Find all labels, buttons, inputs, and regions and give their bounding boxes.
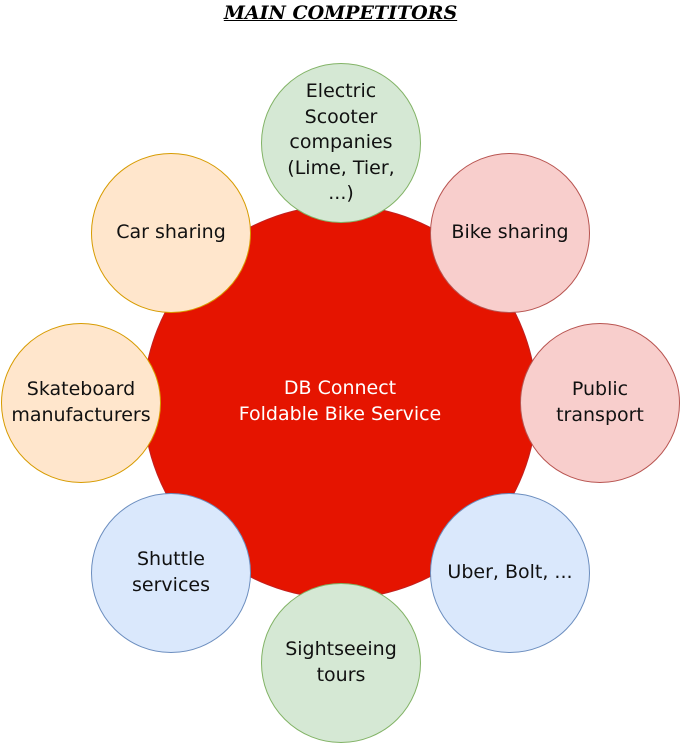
competitor-sightseeing-tours: Sightseeing tours bbox=[261, 583, 421, 743]
diagram-title: MAIN COMPETITORS bbox=[223, 2, 458, 24]
competitor-public-transport: Public transport bbox=[520, 323, 680, 483]
competitor-skateboard-manufacturers: Skateboard manufacturers bbox=[1, 323, 161, 483]
competitor-uber-bolt: Uber, Bolt, ... bbox=[430, 493, 590, 653]
competitor-car-sharing: Car sharing bbox=[91, 153, 251, 313]
competitor-electric-scooter: Electric Scooter companies (Lime, Tier, … bbox=[261, 63, 421, 223]
competitor-bike-sharing: Bike sharing bbox=[430, 153, 590, 313]
competitor-shuttle-services: Shuttle services bbox=[91, 493, 251, 653]
